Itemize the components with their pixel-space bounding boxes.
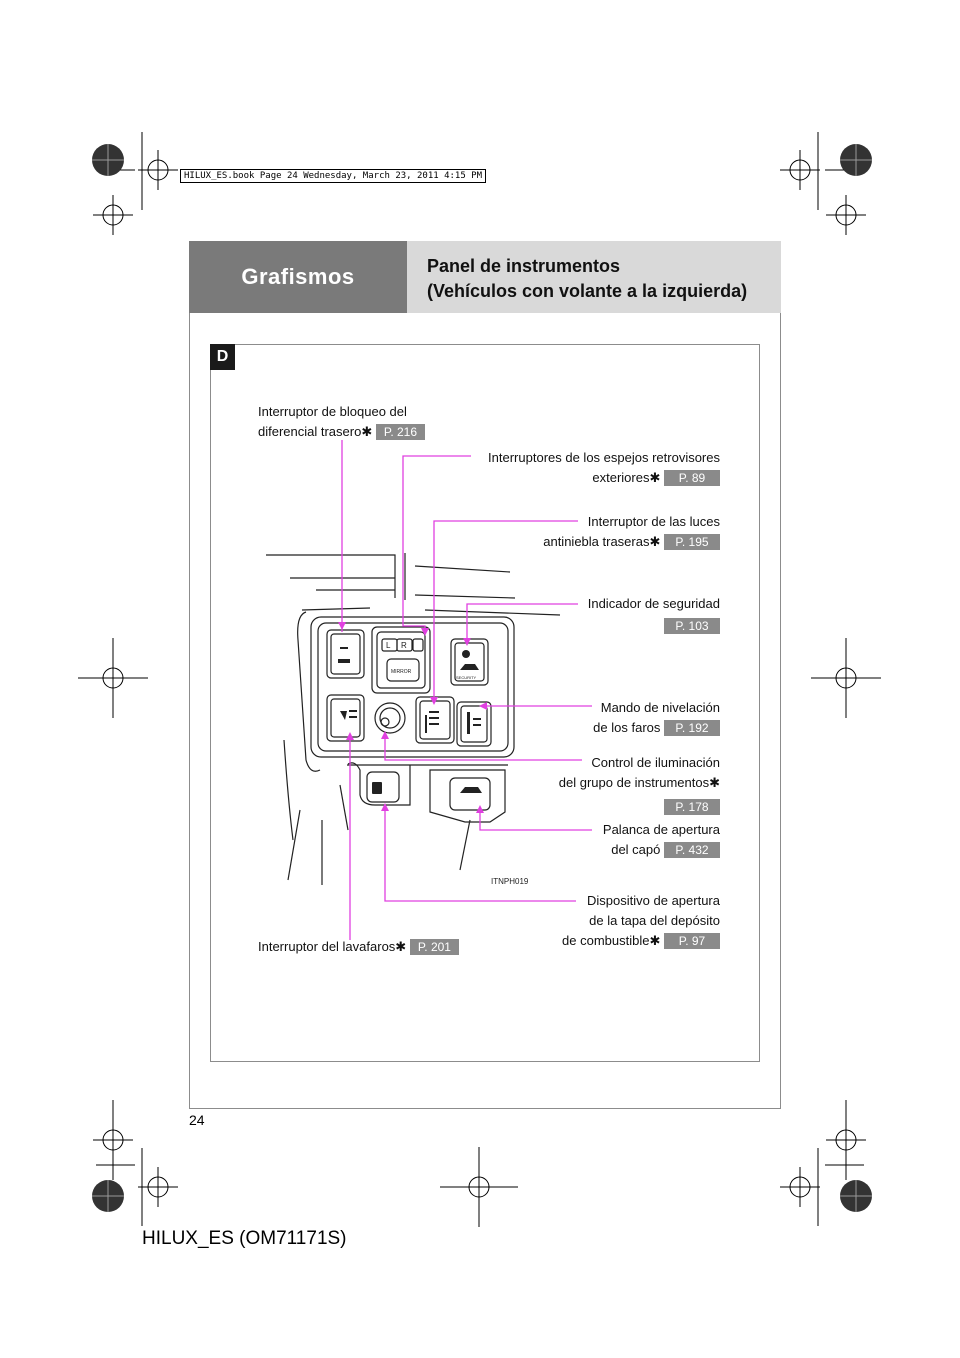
security-label-line1: Indicador de seguridad [587,596,720,611]
figure-code: ITNPH019 [491,877,529,886]
mirror-left-text: L [386,641,391,650]
leveling-callout: Mando de nivelación de los faros P. 192 [593,698,720,738]
diff-lock-page-ref[interactable]: P. 216 [375,424,426,440]
leveling-label-line2: de los faros P. 192 [593,718,720,738]
fog-label-line1: Interruptor de las luces [587,514,720,529]
fog-page-ref[interactable]: P. 195 [664,534,720,550]
leveling-page-ref[interactable]: P. 192 [664,720,720,736]
page-title-line1: Panel de instrumentos [427,256,621,276]
hood-label-line2: del capó P. 432 [603,840,720,860]
mirror-right-text: R [401,641,407,650]
mirrors-page-ref[interactable]: P. 89 [664,470,720,486]
section-title: Grafismos [189,241,407,313]
fuel-label-line3: de combustible✱ P. 97 [562,931,720,951]
mirrors-label-line2: exteriores✱ P. 89 [488,468,720,488]
security-page-ref[interactable]: P. 103 [664,618,720,634]
section-letter-tab: D [210,344,235,370]
diff-lock-label-line2: diferencial trasero✱ P. 216 [258,422,426,442]
illumination-page-ref[interactable]: P. 178 [664,799,720,815]
fuel-label-line2: de la tapa del depósito [589,913,720,928]
mirrors-callout: Interruptores de los espejos retrovisore… [488,448,720,488]
mirrors-label-line1: Interruptores de los espejos retrovisore… [488,450,720,465]
fog-callout: Interruptor de las luces antiniebla tras… [543,512,720,552]
page-title-line2: (Vehículos con volante a la izquierda) [427,281,748,301]
page-title: Panel de instrumentos (Vehículos con vol… [407,241,781,313]
fuel-page-ref[interactable]: P. 97 [664,933,720,949]
figure-frame [210,344,760,1062]
washer-label: Interruptor del lavafaros [258,939,396,954]
fuel-callout: Dispositivo de apertura de la tapa del d… [562,891,720,951]
fog-label-line2: antiniebla traseras✱ P. 195 [543,532,720,552]
hood-label-line1: Palanca de apertura [602,822,720,837]
leveling-label-line1: Mando de nivelación [600,700,720,715]
illumination-callout: Control de iluminación del grupo de inst… [559,753,720,817]
illumination-label-line2: del grupo de instrumentos✱ [558,775,720,790]
illumination-label-line1: Control de iluminación [591,755,720,770]
security-label-text: SECURITY [456,675,477,680]
fuel-label-line1: Dispositivo de apertura [587,893,720,908]
book-page-note: HILUX_ES.book Page 24 Wednesday, March 2… [180,169,487,183]
washer-callout: Interruptor del lavafaros✱ P. 201 [258,937,459,957]
page-number: 24 [189,1112,205,1128]
security-callout: Indicador de seguridad P. 103 [588,594,720,636]
hood-callout: Palanca de apertura del capó P. 432 [603,820,720,860]
diff-lock-callout: Interruptor de bloqueo del diferencial t… [258,402,426,442]
document-code-footer: HILUX_ES (OM71171S) [142,1228,347,1249]
diff-lock-label-line1: Interruptor de bloqueo del [258,404,407,419]
hood-page-ref[interactable]: P. 432 [664,842,720,858]
mirror-label-text: MIRROR [391,669,412,675]
washer-page-ref[interactable]: P. 201 [409,939,459,955]
